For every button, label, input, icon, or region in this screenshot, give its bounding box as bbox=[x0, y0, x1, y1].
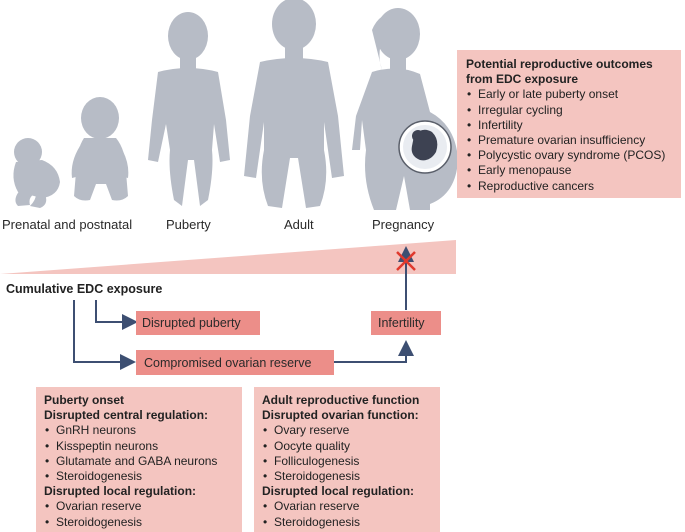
list-item: Steroidogenesis bbox=[44, 515, 234, 530]
pregnant-silhouette bbox=[352, 8, 458, 210]
adolescent-silhouette bbox=[148, 12, 230, 206]
compromised-reserve-box: Compromised ovarian reserve bbox=[136, 350, 334, 375]
list-item: Glutamate and GABA neurons bbox=[44, 454, 234, 469]
stage-label-adult: Adult bbox=[284, 217, 314, 232]
ovarian-function-title: Disrupted ovarian function: bbox=[262, 408, 419, 423]
list-item: Steroidogenesis bbox=[262, 515, 432, 530]
local-regulation-title: Disrupted local regulation: bbox=[44, 484, 197, 499]
stage-label-prenatal: Prenatal and postnatal bbox=[2, 217, 133, 232]
list-item: Ovary reserve bbox=[262, 423, 432, 438]
stage-label-puberty: Puberty bbox=[166, 217, 211, 232]
outcomes-box: Potential reproductive outcomes from EDC… bbox=[457, 50, 681, 198]
disrupted-puberty-label: Disrupted puberty bbox=[142, 316, 241, 330]
adult-panel: Adult reproductive function Disrupted ov… bbox=[254, 387, 440, 532]
toddler-silhouette bbox=[71, 97, 129, 201]
list-item: Folliculogenesis bbox=[262, 454, 432, 469]
puberty-panel: Puberty onset Disrupted central regulati… bbox=[36, 387, 242, 532]
puberty-panel-heading: Puberty onset bbox=[44, 393, 125, 407]
fetus-icon bbox=[398, 120, 452, 174]
local-regulation-list: Ovarian reserve Steroidogenesis bbox=[44, 499, 234, 530]
outcome-item: Infertility bbox=[466, 118, 672, 133]
arrow-to-compromised-reserve bbox=[73, 300, 136, 370]
outcomes-list: Early or late puberty onset Irregular cy… bbox=[466, 87, 672, 194]
outcome-item: Irregular cycling bbox=[466, 103, 672, 118]
outcomes-title-line2: from EDC exposure bbox=[466, 72, 579, 87]
outcome-item: Polycystic ovary syndrome (PCOS) bbox=[466, 148, 672, 163]
infertility-box: Infertility bbox=[371, 311, 441, 335]
adult-panel-heading: Adult reproductive function bbox=[262, 393, 420, 407]
adult-silhouette bbox=[244, 0, 344, 208]
outcome-item: Reproductive cancers bbox=[466, 179, 672, 194]
stage-silhouettes bbox=[13, 0, 458, 210]
list-item: Steroidogenesis bbox=[262, 469, 432, 484]
cross-icon bbox=[396, 251, 416, 271]
list-item: GnRH neurons bbox=[44, 423, 234, 438]
arrow-to-disrupted-puberty bbox=[95, 300, 138, 330]
outcomes-title-line1: Potential reproductive outcomes bbox=[466, 57, 653, 71]
compromised-reserve-label: Compromised ovarian reserve bbox=[144, 355, 312, 370]
exposure-label: Cumulative EDC exposure bbox=[6, 282, 163, 296]
ovarian-function-list: Ovary reserve Oocyte quality Folliculoge… bbox=[262, 423, 432, 484]
adult-local-regulation-title: Disrupted local regulation: bbox=[262, 484, 415, 499]
arrow-to-infertility bbox=[334, 340, 414, 363]
list-item: Oocyte quality bbox=[262, 439, 432, 454]
central-regulation-title: Disrupted central regulation: bbox=[44, 408, 209, 423]
central-regulation-list: GnRH neurons Kisspeptin neurons Glutamat… bbox=[44, 423, 234, 484]
outcome-item: Premature ovarian insufficiency bbox=[466, 133, 672, 148]
adult-local-regulation-list: Ovarian reserve Steroidogenesis bbox=[262, 499, 432, 530]
exposure-wedge bbox=[0, 240, 456, 274]
infant-silhouette bbox=[13, 138, 60, 208]
disrupted-puberty-box: Disrupted puberty bbox=[136, 311, 260, 335]
exposure-diagram bbox=[0, 240, 456, 370]
outcome-item: Early or late puberty onset bbox=[466, 87, 672, 102]
stage-label-pregnancy: Pregnancy bbox=[372, 217, 435, 232]
list-item: Ovarian reserve bbox=[262, 499, 432, 514]
infertility-label: Infertility bbox=[378, 316, 425, 330]
list-item: Steroidogenesis bbox=[44, 469, 234, 484]
outcome-item: Early menopause bbox=[466, 163, 672, 178]
list-item: Ovarian reserve bbox=[44, 499, 234, 514]
list-item: Kisspeptin neurons bbox=[44, 439, 234, 454]
